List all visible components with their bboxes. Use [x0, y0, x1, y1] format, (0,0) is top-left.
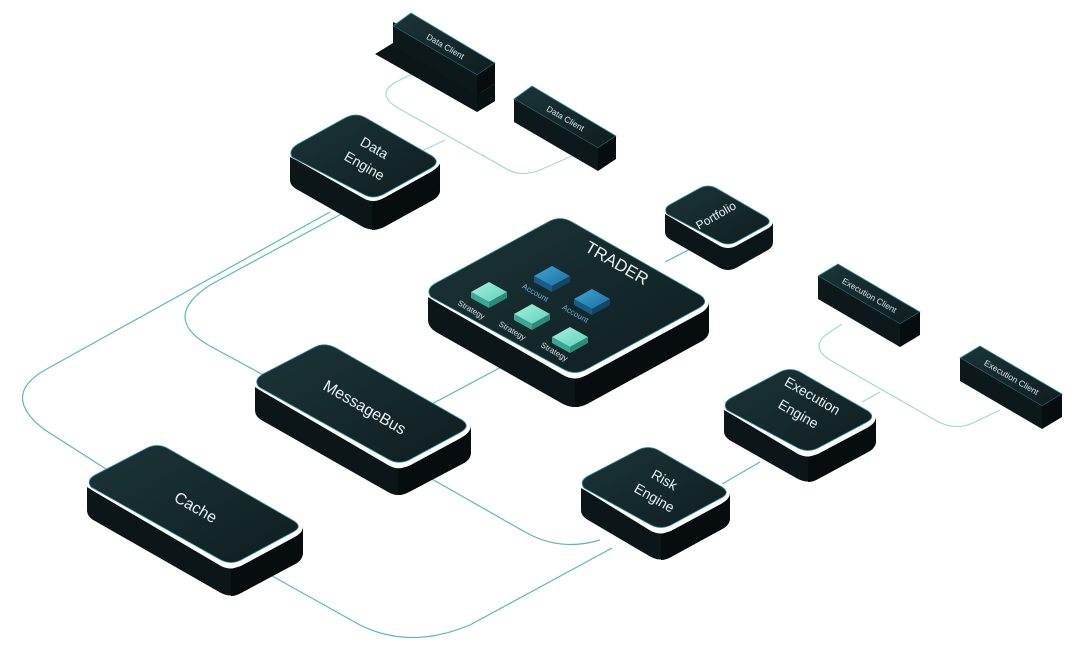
- risk-engine-block[interactable]: Risk Engine: [581, 447, 730, 561]
- connector-data-clients: [385, 69, 591, 175]
- execution-client-1-block[interactable]: Execution Client: [817, 263, 921, 347]
- connector-messagebus-risk: [429, 477, 601, 546]
- messagebus-block[interactable]: MessageBus: [255, 344, 471, 495]
- strategy-1-cube[interactable]: [471, 282, 507, 308]
- trader-block[interactable]: TRADER Account Account Strategy Strategy: [428, 218, 709, 408]
- execution-engine-block[interactable]: Execution Engine: [724, 369, 876, 483]
- connector-risk-execution: [721, 461, 761, 485]
- connector-data-engine-messagebus: [184, 211, 346, 385]
- portfolio-block[interactable]: Portfolio: [665, 185, 773, 270]
- execution-client-2-block[interactable]: Execution Client: [959, 345, 1063, 429]
- account-2-cube[interactable]: [574, 289, 610, 315]
- cache-block[interactable]: Cache: [87, 445, 303, 597]
- connector-execution-engine-clients: [861, 391, 881, 403]
- connectors: [21, 69, 1001, 638]
- connector-messagebus-trader: [429, 364, 506, 406]
- data-client-1-block[interactable]: Data Client: [375, 12, 496, 112]
- connector-data-engine-clients: [419, 139, 446, 153]
- strategy-3-cube[interactable]: [552, 327, 588, 353]
- data-engine-block[interactable]: Data Engine: [290, 114, 441, 230]
- connector-cache-risk: [264, 547, 613, 638]
- connector-execution-clients: [818, 323, 1001, 428]
- data-client-2-block[interactable]: Data Client: [513, 85, 617, 171]
- strategy-2-cube[interactable]: [514, 304, 550, 330]
- account-1-cube[interactable]: [534, 266, 570, 292]
- connector-data-engine-cache: [21, 211, 331, 479]
